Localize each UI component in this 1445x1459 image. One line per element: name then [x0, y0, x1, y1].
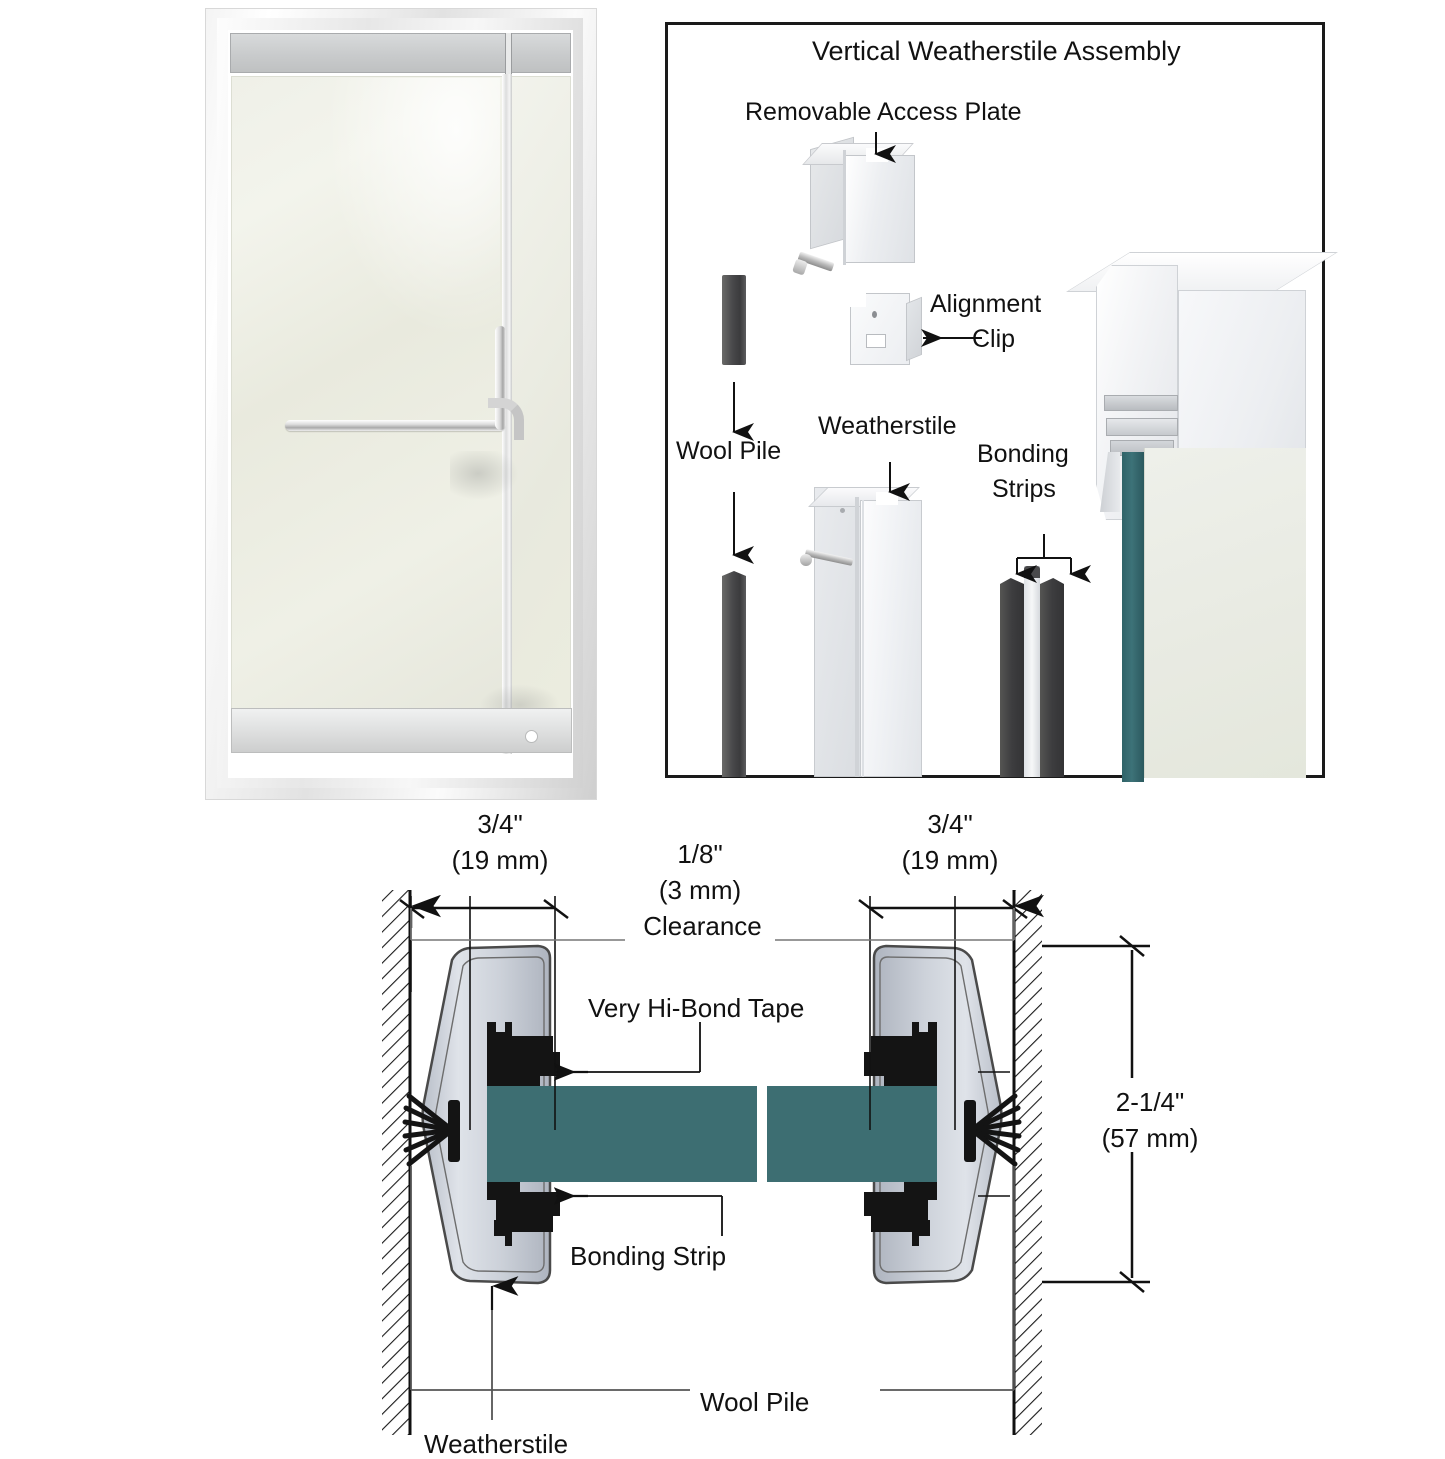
- door-transom-divider: [505, 33, 512, 75]
- label-vhb-tape: Very Hi-Bond Tape: [588, 993, 805, 1023]
- label-removable-access-plate: Removable Access Plate: [745, 98, 1022, 126]
- cutaway-rail-channel-middle: [1106, 418, 1178, 436]
- wool-pile-long-strip: [722, 565, 746, 777]
- dim-clearance-label: Clearance: [643, 911, 762, 941]
- weatherstile-front-face: [860, 500, 922, 777]
- label-weatherstile-exploded: Weatherstile: [818, 412, 957, 440]
- weatherstile-seam-secondary: [862, 500, 864, 777]
- alignment-clip-notch: [850, 293, 866, 307]
- weatherstile-pilot-hole: [840, 508, 845, 513]
- access-plate-front-face: [845, 155, 915, 263]
- weatherstile-screw-head: [800, 554, 812, 566]
- assembly-title: Vertical Weatherstile Assembly: [812, 36, 1181, 66]
- label-wool-pile-exploded: Wool Pile: [676, 437, 782, 465]
- bonding-strip-left: [1000, 572, 1024, 777]
- label-bonding-strips-line2: Strips: [992, 475, 1056, 503]
- bonding-strip-center-spacer: [1024, 566, 1040, 777]
- dim-left-width-mm: (19 mm): [451, 845, 549, 875]
- access-plate-seam: [843, 150, 846, 265]
- door-glass-smudge: [450, 451, 520, 501]
- label-alignment-clip-line1: Alignment: [930, 290, 1042, 318]
- label-wool-pile-section: Wool Pile: [700, 1387, 810, 1417]
- cutaway-rail-channel-upper: [1104, 395, 1178, 411]
- cutaway-glass-pane: [1144, 448, 1306, 778]
- cutaway-glass-edge: [1122, 452, 1144, 782]
- cross-section-drawing: 3/4" (19 mm) 1/8" (3 mm) Clearance 3/4" …: [0, 800, 1445, 1459]
- bonding-strip-right: [1040, 572, 1064, 777]
- dim-right-width-mm: (19 mm): [901, 845, 999, 875]
- label-bonding-strip: Bonding Strip: [570, 1241, 727, 1271]
- door-transom-bar: [230, 33, 571, 73]
- dim-clearance-mm: (3 mm): [658, 875, 742, 905]
- weatherstile-seam: [855, 497, 859, 777]
- dim-height-inches: 2-1/4": [1115, 1087, 1185, 1117]
- label-bonding-strips-line1: Bonding: [977, 440, 1069, 468]
- door-pull-handle-elbow: [488, 398, 524, 440]
- wool-pile-short-piece: [722, 275, 746, 365]
- dim-right-width-inches: 3/4": [927, 809, 973, 839]
- assembly-leader-arrows: [732, 132, 1091, 583]
- dim-left-width-inches: 3/4": [477, 809, 523, 839]
- door-bottom-rail-hole: [525, 730, 538, 743]
- alignment-clip-pilot-hole: [872, 311, 877, 318]
- dim-clearance-inches: 1/8": [677, 839, 723, 869]
- door-pull-handle-vertical: [495, 326, 506, 430]
- door-glass-reflection: [325, 78, 500, 338]
- section-geometry: [382, 890, 1150, 1435]
- wool-pile-long-strip-notch: [722, 565, 746, 576]
- alignment-clip-hole: [866, 334, 886, 348]
- door-bottom-rail: [231, 708, 572, 753]
- door-pull-handle-horizontal: [285, 420, 505, 431]
- dim-height-mm: (57 mm): [1101, 1123, 1199, 1153]
- glass-door-photo: [205, 8, 597, 800]
